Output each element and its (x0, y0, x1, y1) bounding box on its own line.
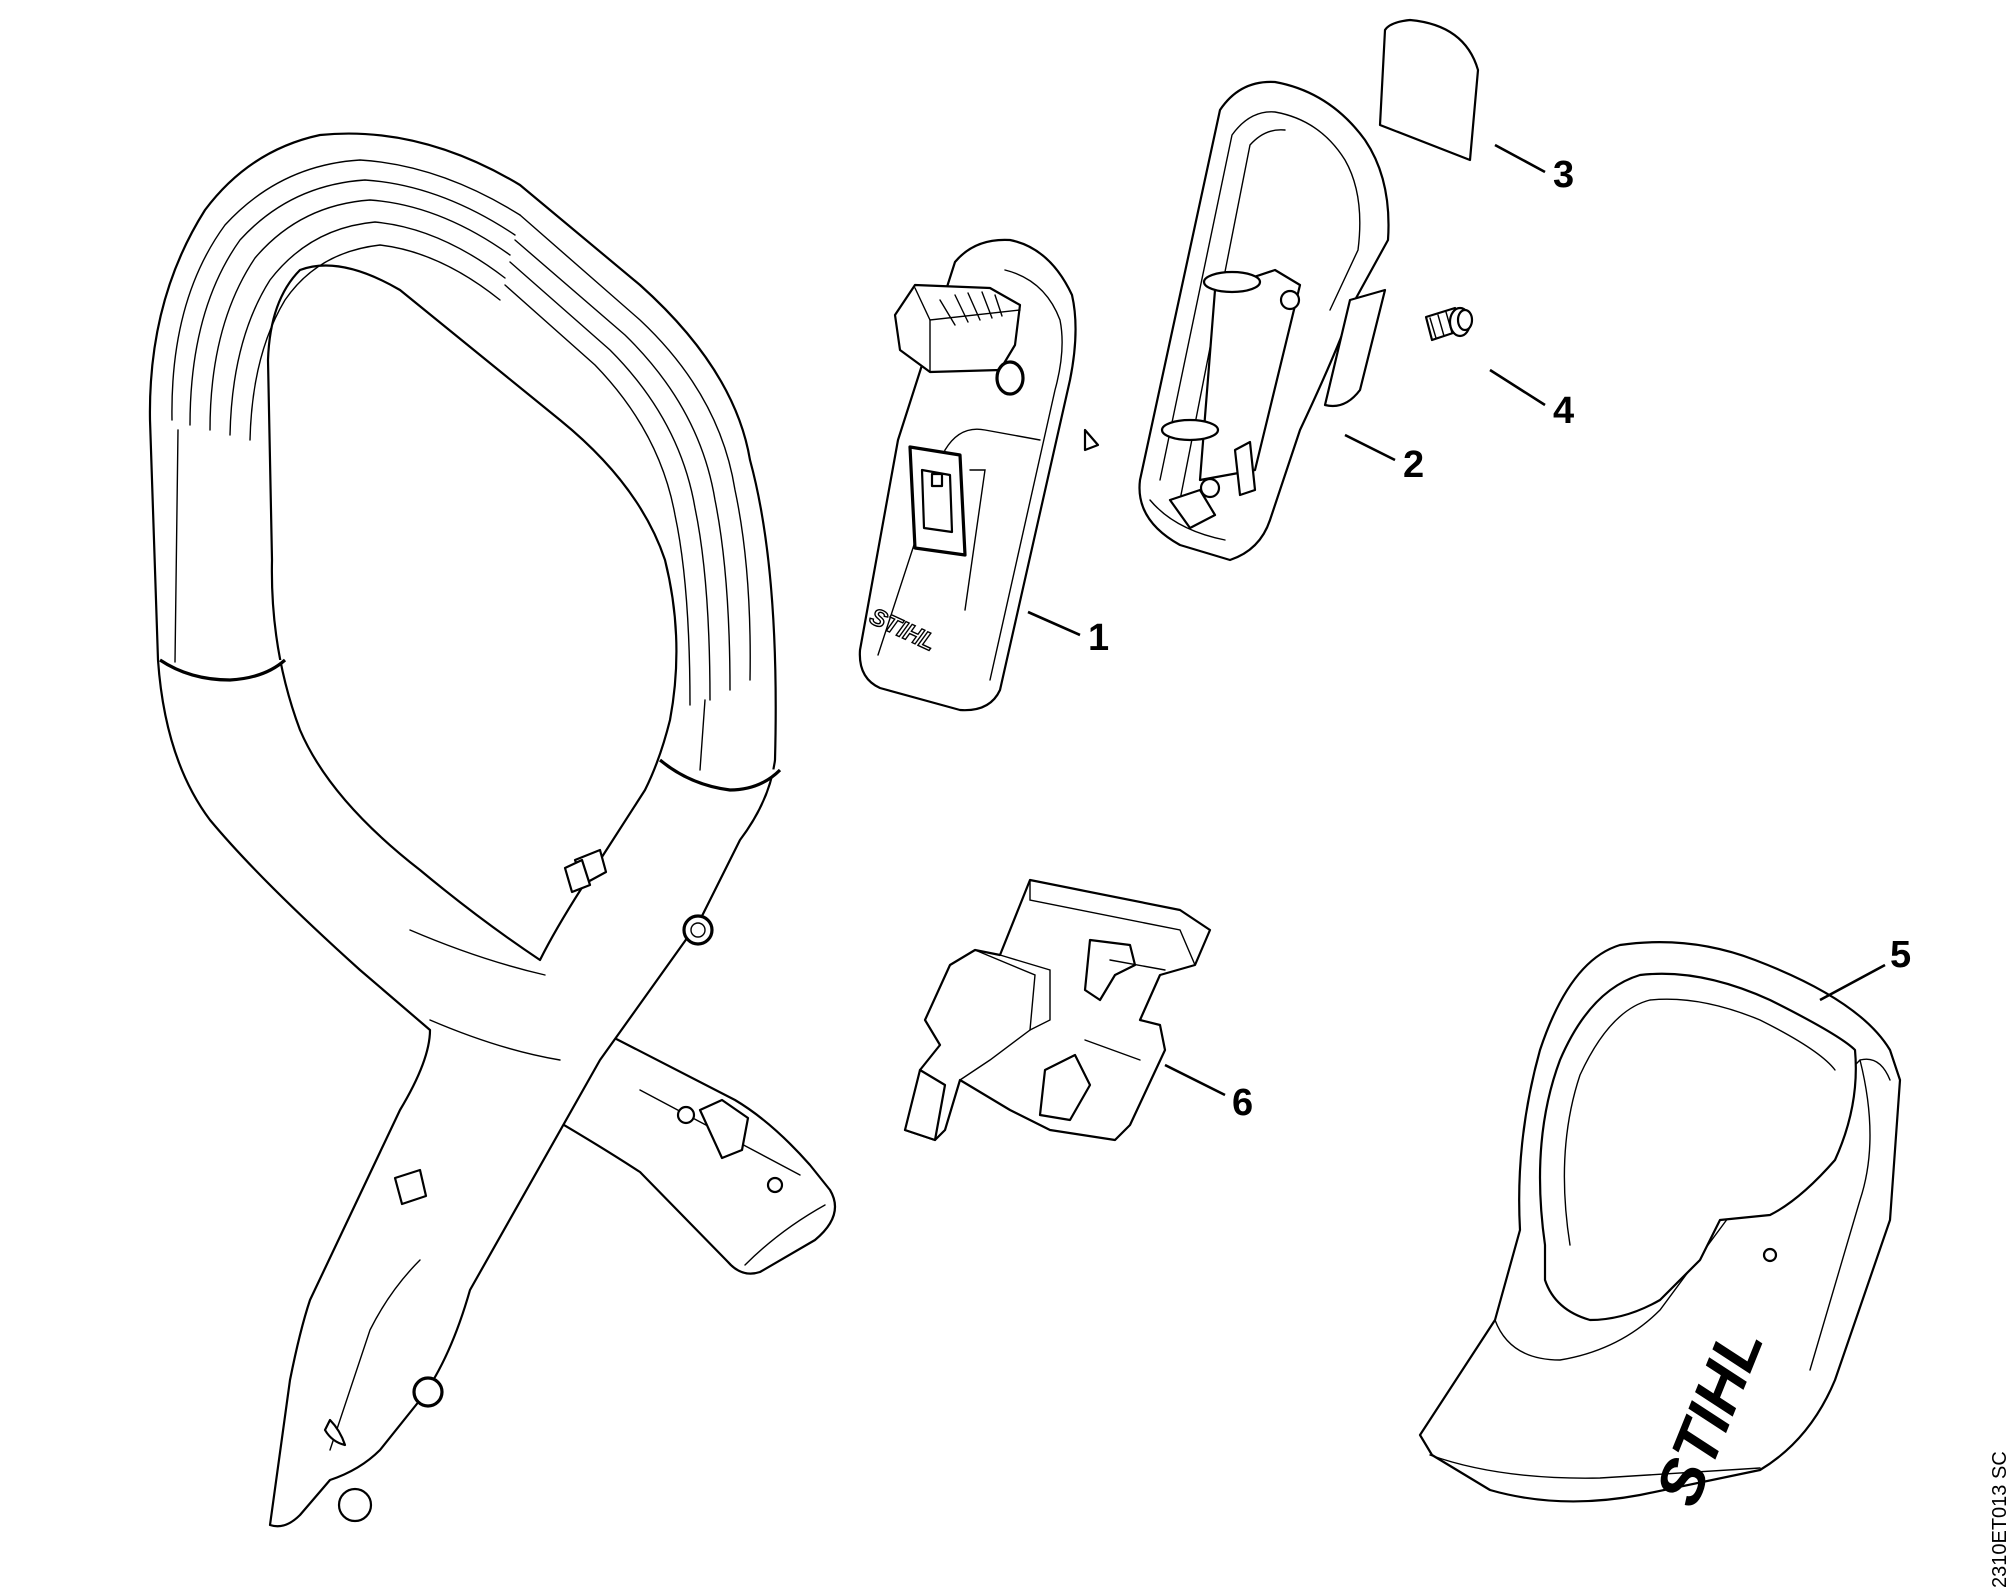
label-plate (1378, 18, 1480, 162)
callouts: 1 2 3 4 5 6 (1088, 154, 1911, 1124)
protective-cover: STIHL (1418, 941, 1902, 1515)
callout-6: 6 (1232, 1082, 1253, 1124)
screw (1424, 306, 1474, 342)
leader-line-2 (1344, 433, 1396, 462)
callout-3: 3 (1553, 154, 1574, 196)
leader-line-3 (1494, 143, 1546, 174)
leader-lines (1027, 143, 1886, 1097)
callout-5: 5 (1890, 934, 1911, 976)
drawing-code: 2310ET013 SC (1989, 1451, 2011, 1588)
lever-clip (903, 878, 1212, 1142)
leader-line-4 (1489, 368, 1546, 407)
callout-1: 1 (1088, 617, 1109, 659)
handlebar (148, 132, 837, 1528)
handle-housing (1138, 80, 1390, 562)
leader-line-6 (1164, 1063, 1226, 1097)
switch-module: STIHL (858, 238, 1100, 712)
leader-line-5 (1819, 963, 1886, 1002)
callout-2: 2 (1403, 444, 1424, 486)
leader-line-1 (1027, 610, 1081, 637)
callout-4: 4 (1553, 390, 1574, 432)
